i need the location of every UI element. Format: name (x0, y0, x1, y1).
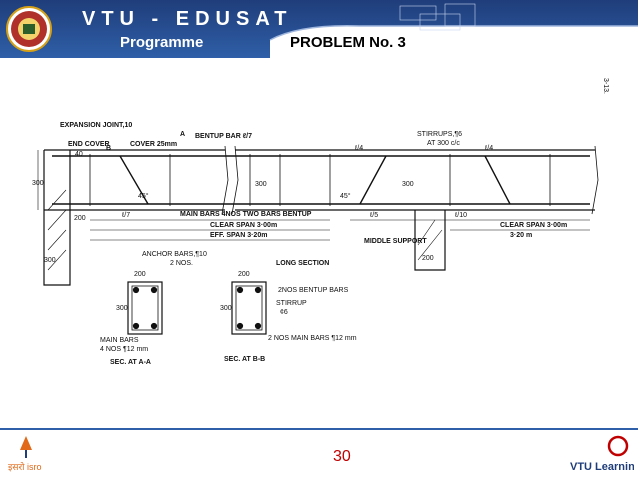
label-wall-300: 300 (44, 257, 56, 264)
section-a-outline (127, 281, 163, 335)
label-main-bars: MAIN BARS 4NOS TWO BARS BENTUP (180, 211, 312, 218)
label-l7: ℓ/7 (121, 212, 130, 219)
section-b-outline (231, 281, 267, 335)
header-wave (269, 3, 638, 62)
label-marker-a: A (180, 131, 185, 138)
label-sec-b: SEC. AT B-B (224, 356, 265, 363)
label-l5: ℓ/5 (369, 212, 378, 219)
label-l4-right: ℓ/4 (484, 145, 493, 152)
banner-subtitle: Programme (120, 34, 204, 51)
label-span-320: 3·20 m (510, 232, 532, 239)
label-bentup-bars-b: 2NOS BENTUP BARS (278, 287, 349, 294)
label-dim-200: 200 (74, 215, 86, 222)
banner-title: VTU - EDUSAT (82, 8, 293, 30)
beam-drawing: EXPANSION JOINT,10 END COVER 40 COVER 25… (32, 78, 609, 366)
label-stirrup-b: STIRRUP (276, 300, 307, 307)
label-anchor-nos: 2 NOS. (170, 260, 193, 267)
isro-logo: इसरो isro (6, 432, 66, 474)
label-main-bars-a: MAIN BARS (100, 337, 139, 344)
label-margin-note: 3-13. (602, 78, 609, 94)
label-l10: ℓ/10 (454, 212, 467, 219)
label-main-bars-b: 2 NOS MAIN BARS ¶12 mm (268, 335, 357, 342)
problem-title: PROBLEM No. 3 (290, 34, 406, 51)
vtu-seal-logo (6, 6, 52, 52)
beam-right-span (235, 149, 595, 211)
label-support-200: 200 (422, 255, 434, 262)
label-angle-45-a: 45° (138, 192, 149, 200)
label-angle-45-b: 45° (340, 192, 351, 200)
label-main-bars-a-nos: 4 NOS ¶12 mm (100, 346, 148, 353)
page-number: 30 (333, 448, 351, 465)
vtu-logo-text: VTU Learning (570, 461, 634, 473)
label-l4-left: ℓ/4 (354, 145, 363, 152)
label-sec-a: SEC. AT A-A (110, 359, 151, 366)
footer-line (0, 428, 638, 430)
label-long-section: LONG SECTION (276, 260, 329, 267)
header-banner: VTU - EDUSAT Programme PROBLEM No. 3 (0, 0, 638, 62)
label-stirrups: STIRRUPS,¶6 (417, 131, 462, 138)
label-sec-b-width: 200 (238, 271, 250, 278)
main-bars-line (52, 155, 590, 205)
label-marker-b: B (106, 145, 111, 152)
label-middle-support: MIDDLE SUPPORT (364, 238, 427, 245)
vtu-learning-logo: VTU Learning (568, 434, 638, 476)
label-dim-300-a: 300 (255, 181, 267, 188)
label-bentup-bar: BENTUP BAR ℓ/7 (195, 133, 252, 140)
label-end-cover: END COVER (68, 141, 110, 148)
label-sec-b-depth: 300 (220, 305, 232, 312)
label-sec-a-width: 200 (134, 271, 146, 278)
label-eff-span: EFF. SPAN 3·20m (210, 232, 267, 239)
isro-logo-text: इसरो isro (8, 461, 42, 472)
label-cover: COVER 25mm (130, 141, 177, 148)
label-clear-span-2: CLEAR SPAN 3·00m (500, 222, 567, 229)
label-end-cover-value: 40 (75, 151, 83, 158)
label-dim-300-b: 300 (402, 181, 414, 188)
label-sec-a-depth: 300 (116, 305, 128, 312)
label-anchor-bars: ANCHOR BARS,¶10 (142, 251, 207, 258)
left-wall (43, 150, 71, 286)
label-clear-span-1: CLEAR SPAN 3·00m (210, 222, 277, 229)
label-stirrup-b-dia: ¢6 (280, 309, 288, 316)
label-stirrups-spacing: AT 300 c/c (427, 140, 460, 147)
beam-left-span (44, 149, 225, 211)
label-depth-300: 300 (32, 180, 44, 187)
middle-support (414, 210, 446, 271)
label-expansion-joint: EXPANSION JOINT,10 (60, 122, 132, 129)
